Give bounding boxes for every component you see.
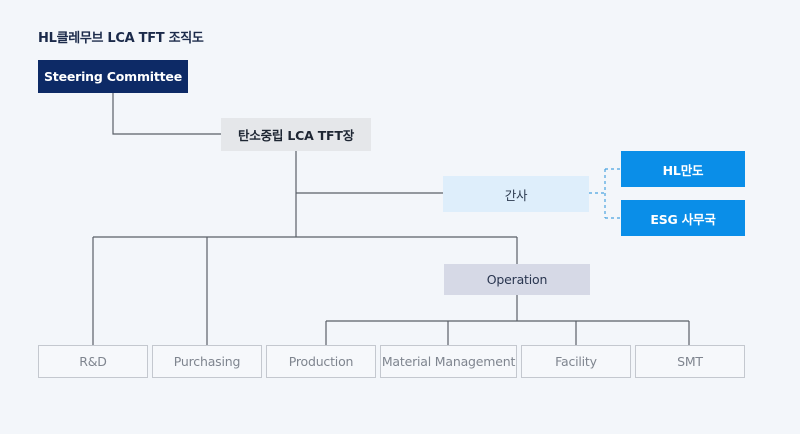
hl-mando-box: HL만도 xyxy=(621,151,745,187)
department-facility: Facility xyxy=(521,345,631,378)
steering-committee-box: Steering Committee xyxy=(38,60,188,93)
department-smt: SMT xyxy=(635,345,745,378)
chart-title: HL클레무브 LCA TFT 조직도 xyxy=(38,31,204,46)
department-material-management: Material Management xyxy=(380,345,517,378)
lca-tft-leader-box: 탄소중립 LCA TFT장 xyxy=(221,118,371,151)
department-production: Production xyxy=(266,345,376,378)
department-purchasing: Purchasing xyxy=(152,345,262,378)
gansa-box: 간사 xyxy=(443,176,589,212)
connector-steering-lca xyxy=(112,93,221,135)
department-rnd: R&D xyxy=(38,345,148,378)
operation-box: Operation xyxy=(444,264,590,295)
esg-office-box: ESG 사무국 xyxy=(621,200,745,236)
